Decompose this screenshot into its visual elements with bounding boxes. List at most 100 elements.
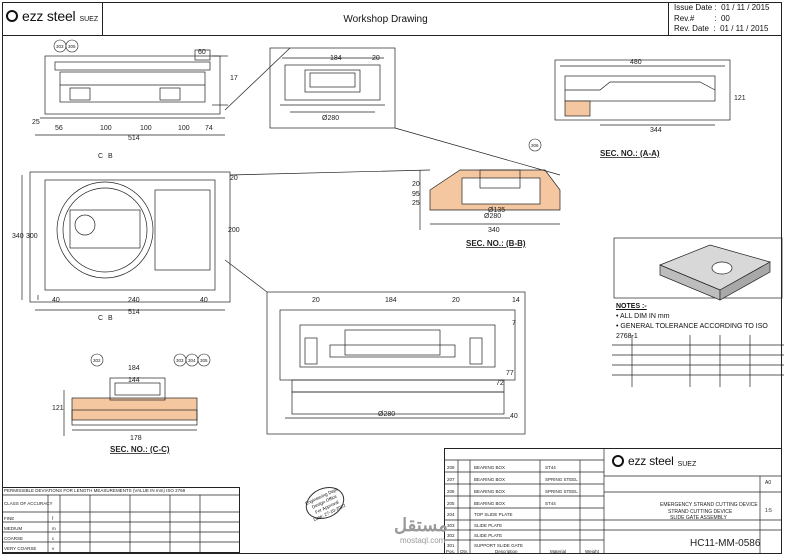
code-m: m: [52, 526, 56, 531]
bb-dim-20: 20: [412, 181, 420, 188]
company-sub: SUEZ: [79, 15, 99, 23]
notes-heading: NOTES :-: [616, 303, 647, 310]
side-dim-344: 344: [650, 127, 662, 134]
code-f: f: [52, 516, 54, 521]
class-coarse: COARSE: [4, 536, 23, 541]
class-label: CLASS OF ACCURACY: [4, 501, 53, 506]
title-logo-ring-icon: [612, 455, 624, 467]
code-v: v: [52, 546, 55, 551]
top-detail-view: [269, 47, 396, 129]
plan-dim-40a: 40: [52, 297, 60, 304]
dim-60: 60: [198, 49, 206, 56]
tolerance-title: PERMISSIBLE DEVIATIONS FOR LENGTH MEASUR…: [4, 488, 186, 493]
iso-view-frame: [613, 237, 783, 299]
class-fine: FINE: [4, 516, 14, 521]
c-dim-72: 72: [496, 380, 504, 387]
col-material: Material: [550, 549, 566, 554]
balloon-cc-1: 302: [93, 358, 101, 363]
notes-block: NOTES :- • ALL DIM IN mm • GENERAL TOLER…: [616, 302, 786, 342]
item-no-5: 204: [447, 512, 455, 517]
cc-dim-121: 121: [52, 405, 64, 412]
title-block-lines: [444, 448, 782, 554]
bb-dim-25: 25: [412, 200, 420, 207]
issue-date: Issue Date : 01 / 11 / 2015: [674, 3, 770, 12]
balloon-305: 305: [68, 44, 76, 49]
dim-17: 17: [230, 75, 238, 82]
balloon-bb-top: 306: [531, 143, 539, 148]
item-desc-4: BEARING BOX: [474, 501, 505, 506]
plan-dim-240: 240: [128, 297, 140, 304]
drawing-scale: 1:5: [765, 508, 772, 514]
dim-100a: 100: [100, 125, 112, 132]
dim-56: 56: [55, 125, 63, 132]
c-dim-77: 77: [506, 370, 514, 377]
front-view: [35, 49, 228, 136]
col-desc: Description: [495, 549, 518, 554]
plan-dim-340: 340: [12, 233, 24, 240]
cc-dim-184: 184: [128, 365, 140, 372]
class-very-coarse: VERY COARSE: [4, 546, 36, 551]
bb-dim-340: 340: [488, 227, 500, 234]
note-2: • GENERAL TOLERANCE ACCORDING TO ISO 276…: [616, 323, 768, 340]
detail-dim-184: 184: [330, 55, 342, 62]
side-dim-480: 480: [630, 59, 642, 66]
c-dim-14: 14: [512, 297, 520, 304]
section-cc-view: [63, 377, 198, 436]
revision-table-lines: [612, 335, 784, 387]
item-desc-3: BEARING BOX: [474, 489, 505, 494]
balloon-cc-2: 303: [176, 358, 184, 363]
balloon-cc-3: 304: [188, 358, 196, 363]
company-name: ezz steel: [22, 8, 76, 24]
code-c: c: [52, 536, 55, 541]
detail-dim-20: 20: [372, 55, 380, 62]
item-no-2: 207: [447, 477, 455, 482]
tolerance-table: [2, 487, 240, 553]
balloon-303: 303: [56, 44, 64, 49]
iso-view: [659, 244, 771, 301]
title-block-company-sub: SUEZ: [677, 460, 697, 468]
item-no-3: 206: [447, 489, 455, 494]
watermark-url: mostaql.com: [400, 536, 446, 545]
marker-c1: C: [98, 153, 103, 160]
col-weight: Weight: [585, 549, 600, 554]
title-block-logo: ezz steel SUEZ: [612, 454, 696, 468]
item-desc-1: BEARING BOX: [474, 465, 505, 470]
note-1: • ALL DIM IN mm: [616, 313, 670, 320]
project-title-3: SLIDE GATE ASSEMBLY: [670, 515, 727, 521]
item-desc-5: TOP SLIDE PLATE: [474, 512, 513, 517]
c-dim-20a: 20: [312, 297, 320, 304]
c-dim-184: 184: [385, 297, 397, 304]
dim-74: 74: [205, 125, 213, 132]
marker-b2: B: [108, 315, 113, 322]
plan-dim-20: 20: [230, 175, 238, 182]
center-detail-frame: [266, 291, 526, 435]
item-mat-1: ST44: [545, 465, 556, 470]
rev-date: Rev. Date : 01 / 11 / 2015: [674, 24, 769, 33]
item-mat-3: SPRING STEEL: [545, 489, 578, 494]
page-title: Workshop Drawing: [102, 2, 669, 36]
title-block-company: ezz steel: [628, 454, 674, 468]
plan-dim-200: 200: [228, 227, 240, 234]
tolerance-table-lines: [2, 494, 240, 553]
sheet-size: A0: [765, 480, 771, 486]
item-no-7: 302: [447, 533, 455, 538]
plan-view: [21, 171, 231, 311]
c-dim-40: 40: [510, 413, 518, 420]
watermark-arabic: مستقل: [394, 515, 448, 535]
dim-514: 514: [128, 135, 140, 142]
drawing-number: HC11-MM-0586: [690, 538, 761, 549]
dim-100c: 100: [178, 125, 190, 132]
cc-dim-144: 144: [128, 377, 140, 384]
center-detail-view: [279, 309, 516, 419]
item-no-1: 208: [447, 465, 455, 470]
plan-dim-514: 514: [128, 309, 140, 316]
marker-b1: B: [108, 153, 113, 160]
col-qty: Qty.: [460, 549, 468, 554]
rev-number: Rev.# : 00: [674, 13, 730, 23]
item-mat-2: SPRING STEEL: [545, 477, 578, 482]
item-mat-4: ST44: [545, 501, 556, 506]
bb-dim-95: 95: [412, 191, 420, 198]
detail-dim-280: Ø280: [322, 115, 339, 122]
item-no-4: 205: [447, 501, 455, 506]
col-pos: Pos.: [446, 549, 455, 554]
